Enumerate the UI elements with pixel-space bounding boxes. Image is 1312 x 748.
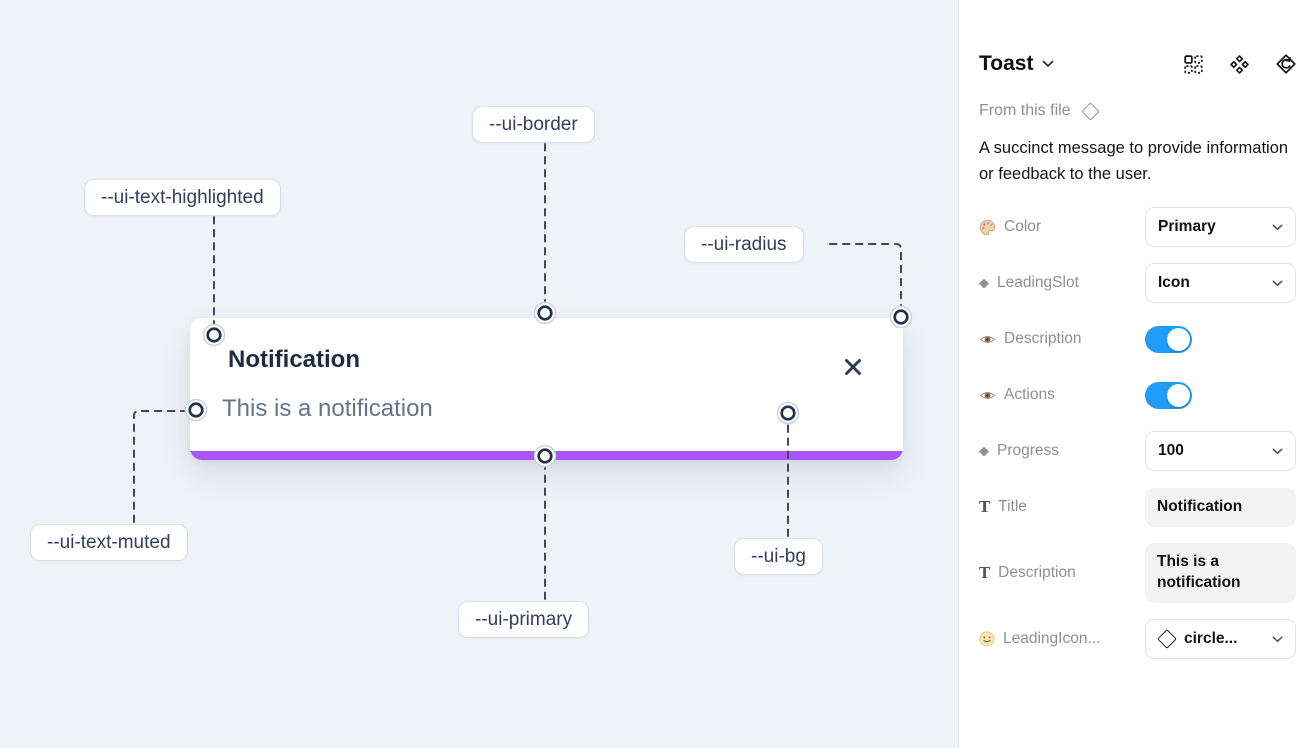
source-row: From this file <box>979 101 1296 121</box>
prop-row-description-field: T Description This is a notification <box>979 535 1296 611</box>
label-ui-text-highlighted: --ui-text-highlighted <box>84 179 281 216</box>
leadingslot-select[interactable]: Icon <box>1145 263 1296 304</box>
source-label: From this file <box>979 102 1071 119</box>
prop-row-progress: ◆ Progress 100 <box>979 423 1296 479</box>
smiley-icon <box>979 631 995 647</box>
component-title: Toast <box>979 52 1034 75</box>
design-canvas: --ui-text-highlighted --ui-border --ui-r… <box>0 0 958 748</box>
properties-panel: Toast <box>958 0 1312 748</box>
toast-component-preview: Notification This is a notification <box>190 318 903 460</box>
color-select[interactable]: Primary <box>1145 207 1296 248</box>
prop-row-description-toggle: Description <box>979 311 1296 367</box>
component-title-chevron[interactable] <box>1042 60 1054 68</box>
toast-close-button[interactable] <box>840 354 866 380</box>
component-icon[interactable] <box>1230 54 1249 74</box>
title-field[interactable]: Notification <box>1145 487 1296 527</box>
eye-icon <box>979 335 996 343</box>
connector-line <box>829 243 902 306</box>
prop-label: Description <box>998 564 1076 582</box>
prop-label: Description <box>1004 330 1082 348</box>
prop-label: Actions <box>1004 386 1055 404</box>
diamond-outline-icon <box>1157 629 1177 650</box>
actions-toggle[interactable] <box>1145 381 1192 409</box>
return-to-instance-icon[interactable] <box>1276 54 1296 74</box>
diamond-icon: ◆ <box>979 443 989 459</box>
prop-label: LeadingSlot <box>997 274 1079 292</box>
toast-title: Notification <box>228 346 360 373</box>
prop-label: LeadingIcon... <box>1003 630 1101 648</box>
toast-progress-bar <box>190 451 903 460</box>
leadingicon-select-value: circle... <box>1184 630 1238 648</box>
palette-icon <box>979 219 996 235</box>
label-ui-primary: --ui-primary <box>458 601 590 638</box>
prop-label: Color <box>1004 218 1042 236</box>
label-ui-text-muted: --ui-text-muted <box>30 524 188 561</box>
leadingslot-select-value: Icon <box>1158 274 1190 292</box>
label-ui-bg: --ui-bg <box>734 538 823 575</box>
prop-label: Progress <box>997 442 1060 460</box>
chevron-down-icon <box>1272 224 1283 231</box>
leadingicon-select[interactable]: circle... <box>1145 619 1296 660</box>
progress-select[interactable]: 100 <box>1145 431 1296 472</box>
text-icon: T <box>979 564 991 583</box>
property-list: Color Primary ◆ LeadingSlot Icon <box>979 199 1296 667</box>
chevron-down-icon <box>1272 636 1283 643</box>
eye-icon <box>979 391 996 399</box>
prop-row-color: Color Primary <box>979 199 1296 255</box>
instance-grid-icon[interactable] <box>1184 54 1203 74</box>
prop-label: Title <box>998 498 1027 516</box>
chevron-down-icon <box>1272 280 1283 287</box>
prop-row-title: T Title Notification <box>979 479 1296 535</box>
x-close-icon <box>845 359 861 375</box>
prop-row-actions-toggle: Actions <box>979 367 1296 423</box>
connector-line <box>133 410 185 523</box>
prop-row-leadingslot: ◆ LeadingSlot Icon <box>979 255 1296 311</box>
component-description: A succinct message to provide informatio… <box>979 139 1289 183</box>
diamond-icon: ◆ <box>979 275 989 291</box>
progress-select-value: 100 <box>1158 442 1184 460</box>
toast-description: This is a notification <box>222 395 433 422</box>
panel-header: Toast <box>979 52 1296 76</box>
label-ui-border: --ui-border <box>472 106 595 143</box>
color-select-value: Primary <box>1158 218 1216 236</box>
text-icon: T <box>979 498 991 517</box>
prop-row-leadingicon: LeadingIcon... circle... <box>979 611 1296 667</box>
description-toggle[interactable] <box>1145 325 1192 353</box>
diamond-outline-icon <box>1080 101 1100 121</box>
description-field[interactable]: This is a notification <box>1145 543 1296 604</box>
chevron-down-icon <box>1272 448 1283 455</box>
label-ui-radius: --ui-radius <box>684 226 804 263</box>
chevron-down-icon <box>1043 60 1054 67</box>
